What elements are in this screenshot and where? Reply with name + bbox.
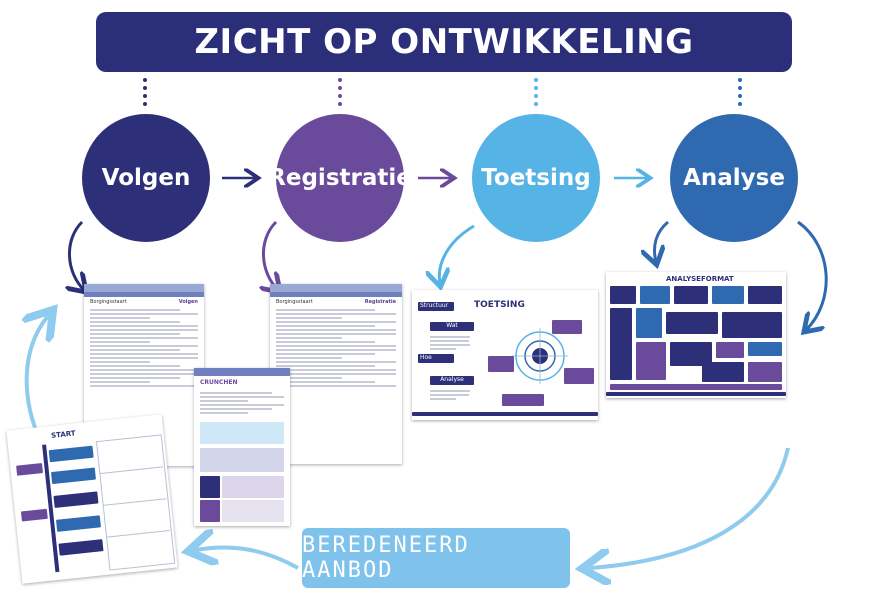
start-map-title: START [50,429,77,440]
crunchen-block-4 [222,476,284,498]
dotted-connector-2 [338,78,342,106]
banner-title: ZICHT OP ONTWIKKELING [194,22,694,62]
toetsing-label-structuur: Structuur [418,302,454,311]
dotted-connector-3 [534,78,538,106]
step-analyse: Analyse [670,114,798,242]
analyseformat-title: ANALYSEFORMAT [666,275,734,283]
toetsing-label-hoe: Hoe [418,354,454,363]
toetsing-card-4 [502,394,544,406]
doc-volgen-tag: Volgen [178,299,198,305]
toetsing-label-analyse: Analyse [430,376,474,385]
step-analyse-label: Analyse [683,165,785,191]
document-toetsing: TOETSING Structuur Wat Hoe Analyse [412,290,598,420]
step-toetsing: Toetsing [472,114,600,242]
arrow-volgen-down [69,220,84,290]
arrow-toetsing-down [439,224,475,284]
document-analyseformat: ANALYSEFORMAT [606,272,786,398]
step-volgen: Volgen [82,114,210,242]
beredeneerd-aanbod-label: BEREDENEERD AANBOD [302,533,470,583]
beredeneerd-aanbod-box: BEREDENEERD AANBOD [302,528,570,588]
arrow-analyse-left-down [655,220,669,262]
toetsing-card-2 [564,368,594,384]
step-registratie-label: Registratie [268,165,412,191]
toetsing-title: TOETSING [474,300,525,310]
crunchen-block-2 [200,448,284,472]
document-crunchen: CRUNCHEN [194,368,290,526]
crunchen-block-3 [200,476,220,498]
toetsing-analyse-text: Analyse [440,376,464,383]
crunchen-block-5 [200,500,220,522]
arrow-loop-right [590,447,790,568]
arrow-loop-bottom [196,547,299,570]
toetsing-structuur-text: Structuur [420,302,449,309]
toetsing-footer [412,412,598,416]
doc-header-bar [270,284,402,292]
step-toetsing-label: Toetsing [481,165,591,191]
doc-header-bar [84,284,204,292]
doc-crunchen-title: CRUNCHEN [200,379,238,386]
toetsing-card-3 [488,356,514,372]
doc-header-bar-2 [84,292,204,297]
step-registratie: Registratie [268,114,412,242]
toetsing-wat-text: Wat [446,322,458,329]
doc-registratie-header: Borgingsstaart Registratie [270,297,402,307]
doc-registratie-tag: Registratie [364,299,396,305]
doc-volgen-header-text: Borgingsstaart [90,299,127,305]
dotted-connector-1 [143,78,147,106]
crunchen-block-6 [222,500,284,522]
toetsing-card-1 [552,320,582,334]
document-registratie: Borgingsstaart Registratie [270,284,402,464]
doc-volgen-header: Borgingsstaart Volgen [84,297,204,307]
toetsing-label-wat: Wat [430,322,474,331]
doc-registratie-header-text: Borgingsstaart [276,299,313,305]
document-start-map: START [6,414,178,584]
arrow-registratie-down [263,220,278,290]
arrow-analyse-right-down [797,220,828,330]
doc-header-bar [194,368,290,376]
title-banner: ZICHT OP ONTWIKKELING [96,12,792,72]
doc-header-bar-2 [270,292,402,297]
step-volgen-label: Volgen [101,165,191,191]
dotted-connector-4 [738,78,742,106]
crunchen-block-1 [200,422,284,444]
toetsing-wheel [512,328,568,384]
toetsing-hoe-text: Hoe [420,354,432,361]
arrow-loop-left [27,316,48,441]
